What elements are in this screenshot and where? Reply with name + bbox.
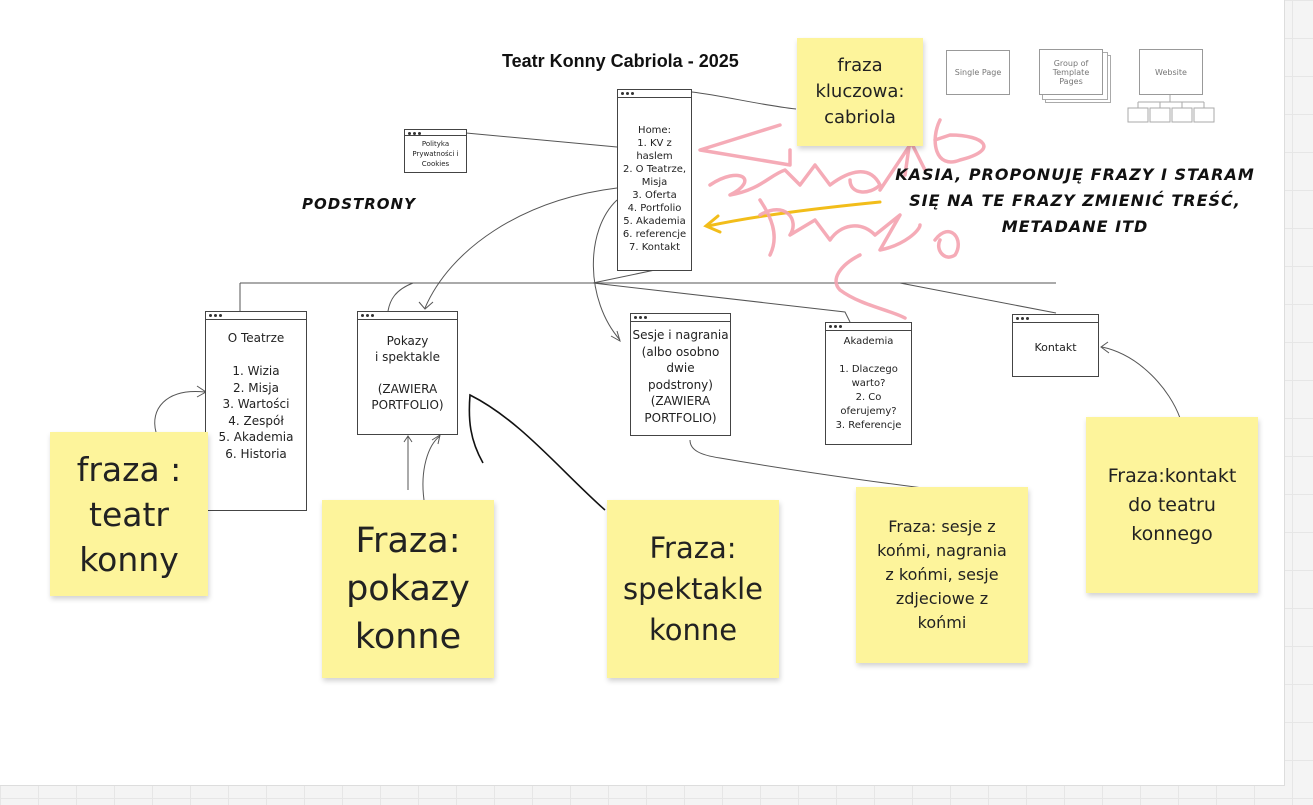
connector-bus-kontakt — [899, 282, 1057, 314]
connector-cabriola-home — [691, 91, 797, 110]
page-pokazy-label: Pokazy i spektakle (ZAWIERA PORTFOLIO) — [371, 334, 444, 412]
page-home[interactable]: Home: 1. KV z haslem 2. O Teatrze, Misja… — [617, 89, 692, 271]
page-o-teatrze[interactable]: O Teatrze 1. Wizia 2. Misja 3. Wartości … — [205, 311, 307, 511]
page-kontakt-label: Kontakt — [1034, 341, 1077, 354]
sticky-spektakle-konne[interactable]: Fraza: spektakle konne — [607, 500, 779, 678]
connector-lines — [154, 91, 1215, 511]
board-title: Teatr Konny Cabriola - 2025 — [502, 51, 739, 71]
connector-home-sesje — [592, 199, 621, 341]
connector-spektakle-pokazy — [468, 393, 606, 511]
connector-teatr-oteatrze — [154, 391, 206, 433]
page-privacy-label: Polityka Prywatności i Cookies — [412, 140, 459, 168]
sticky-pokazy-konne[interactable]: Fraza: pokazy konne — [322, 500, 494, 678]
page-pokazy[interactable]: Pokazy i spektakle (ZAWIERA PORTFOLIO) — [357, 311, 458, 435]
legend-group-label: Group of Template Pages — [1039, 49, 1103, 95]
connector-home-bus — [592, 269, 656, 284]
connector-home-pokazy — [424, 187, 618, 309]
connector-sesje-sticky — [689, 439, 939, 491]
podstrony-label: PODSTRONY — [302, 195, 416, 213]
sticky-teatr-konny[interactable]: fraza : teatr konny — [50, 432, 208, 596]
yellow-arrow — [703, 200, 882, 234]
whiteboard: Teatr Konny Cabriola - 2025 PODSTRONY KA… — [0, 0, 1285, 786]
page-kontakt[interactable]: Kontakt — [1012, 314, 1099, 377]
connector-bus-pokazy — [387, 282, 414, 312]
page-home-label: Home: 1. KV z haslem 2. O Teatrze, Misja… — [622, 125, 687, 253]
note-line-3: METADANE ITD — [1001, 217, 1149, 236]
pink-scribble — [698, 118, 986, 320]
legend-website: Website — [1139, 49, 1203, 95]
sticky-cabriola[interactable]: fraza kluczowa: cabriola — [797, 38, 923, 146]
page-akademia[interactable]: Akademia 1. Dlaczego warto? 2. Co oferuj… — [825, 322, 912, 445]
page-sesje[interactable]: Sesje i nagrania (albo osobno dwie podst… — [630, 313, 731, 436]
connector-home-privacy — [465, 132, 618, 148]
page-privacy[interactable]: Polityka Prywatności i Cookies — [404, 129, 467, 173]
page-o-teatrze-label: O Teatrze 1. Wizia 2. Misja 3. Wartości … — [218, 331, 294, 461]
handwritten-note: KASIA, PROPONUJĘ FRAZY I STARAM SIĘ NA T… — [890, 162, 1260, 240]
connector-kontakt-sticky — [1101, 346, 1181, 419]
connector-pokazy-arrow2 — [422, 435, 441, 501]
legend-group-pages: Group of Template Pages — [1039, 49, 1111, 103]
note-line-2: SIĘ NA TE FRAZY ZMIENIĆ TREŚĆ, — [909, 191, 1241, 210]
connector-bus-akademia — [592, 282, 851, 323]
sticky-sesje[interactable]: Fraza: sesje z końmi, nagrania z końmi, … — [856, 487, 1028, 663]
page-sesje-label: Sesje i nagrania (albo osobno dwie podst… — [632, 328, 729, 425]
page-akademia-label: Akademia 1. Dlaczego warto? 2. Co oferuj… — [835, 336, 902, 431]
legend-single-page: Single Page — [946, 50, 1010, 95]
note-line-1: KASIA, PROPONUJĘ FRAZY I STARAM — [895, 165, 1255, 184]
sticky-kontakt[interactable]: Fraza:kontakt do teatru konnego — [1086, 417, 1258, 593]
